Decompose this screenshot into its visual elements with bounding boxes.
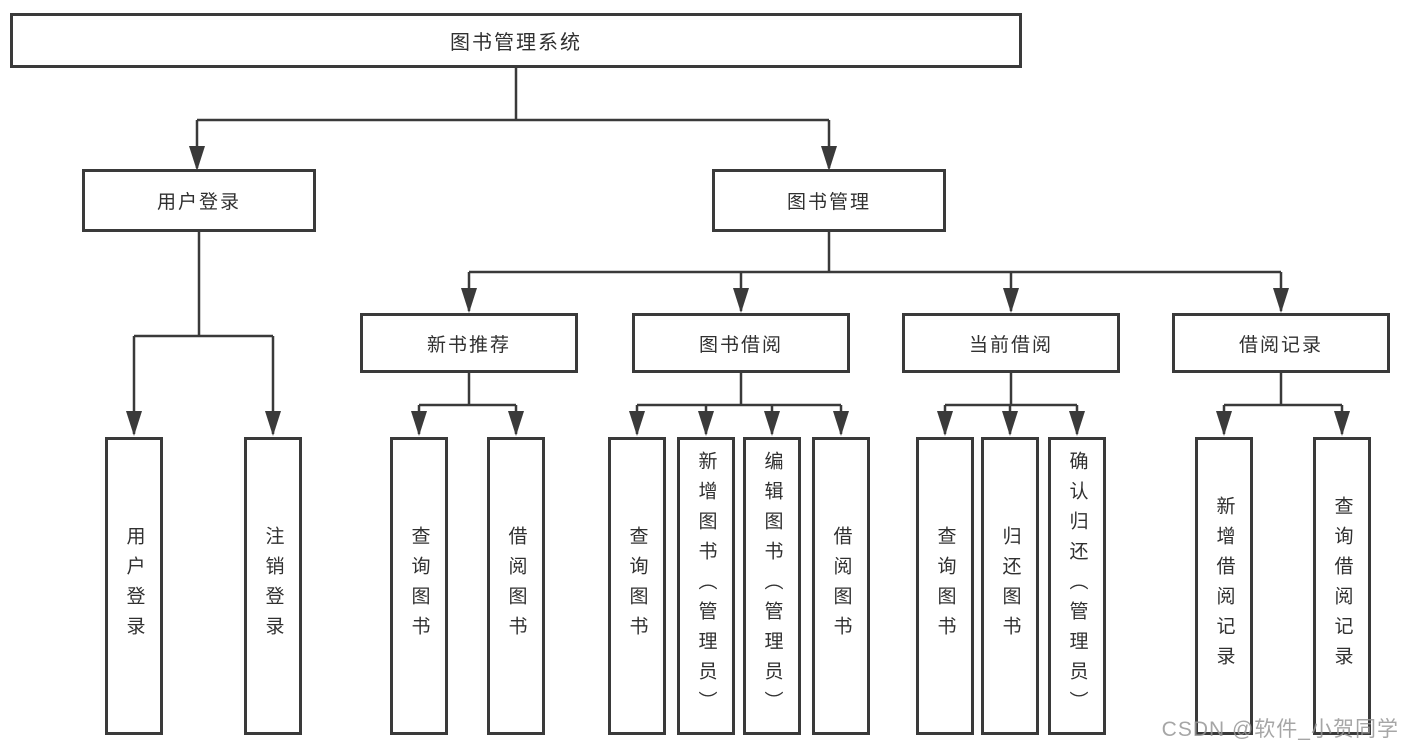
arrow-icon: [1003, 288, 1019, 313]
node-leaf-logout: 注销登录: [244, 437, 302, 735]
node-book-management: 图书管理: [712, 169, 946, 232]
node-leaf-add-book-admin: 新增图书（管理员）: [677, 437, 735, 735]
node-leaf-edit-book-admin: 编辑图书（管理员）: [743, 437, 801, 735]
arrow-icon: [764, 411, 780, 436]
leaf-label: 注销登录: [262, 526, 284, 646]
node-leaf-query-books-2: 查询图书: [608, 437, 666, 735]
node-leaf-borrow-books-2: 借阅图书: [812, 437, 870, 735]
leaf-label: 借阅图书: [830, 526, 852, 646]
node-system-root: 图书管理系统: [10, 13, 1022, 68]
arrow-icon: [698, 411, 714, 436]
arrow-icon: [1002, 411, 1018, 436]
leaf-label: 查询图书: [626, 526, 648, 646]
leaf-label: 用户登录: [123, 526, 145, 646]
node-book-borrow: 图书借阅: [632, 313, 850, 373]
node-new-book-recommend: 新书推荐: [360, 313, 578, 373]
arrow-icon: [126, 411, 142, 436]
node-leaf-query-books-1: 查询图书: [390, 437, 448, 735]
connector-book-borrow: [635, 372, 843, 434]
node-user-login: 用户登录: [82, 169, 316, 232]
connector-user-login: [132, 231, 275, 434]
arrow-icon: [265, 411, 281, 436]
connector-new-book-recommend: [417, 372, 518, 434]
node-leaf-user-login: 用户登录: [105, 437, 163, 735]
node-leaf-query-books-3: 查询图书: [916, 437, 974, 735]
leaf-label: 查询图书: [408, 526, 430, 646]
leaf-label: 查询图书: [934, 526, 956, 646]
node-borrow-records: 借阅记录: [1172, 313, 1390, 373]
arrow-icon: [1216, 411, 1232, 436]
arrow-icon: [461, 288, 477, 313]
node-leaf-borrow-books-1: 借阅图书: [487, 437, 545, 735]
leaf-label: 借阅图书: [505, 526, 527, 646]
node-leaf-return-book: 归还图书: [981, 437, 1039, 735]
node-leaf-query-borrow-record: 查询借阅记录: [1313, 437, 1371, 735]
node-leaf-confirm-return-admin: 确认归还（管理员）: [1048, 437, 1106, 735]
arrow-icon: [189, 146, 205, 171]
leaf-label: 归还图书: [999, 526, 1021, 646]
leaf-label: 编辑图书（管理员）: [761, 451, 783, 721]
leaf-label: 查询借阅记录: [1331, 496, 1353, 676]
arrow-icon: [508, 411, 524, 436]
watermark: CSDN @软件_小贺同学: [1161, 718, 1399, 741]
arrow-icon: [411, 411, 427, 436]
connector-book-management: [467, 231, 1283, 311]
node-leaf-add-borrow-record: 新增借阅记录: [1195, 437, 1253, 735]
arrow-icon: [821, 146, 837, 171]
arrow-icon: [629, 411, 645, 436]
connector-borrow-records: [1222, 372, 1344, 434]
arrow-icon: [1273, 288, 1289, 313]
arrow-icon: [833, 411, 849, 436]
arrow-icon: [733, 288, 749, 313]
node-current-borrow: 当前借阅: [902, 313, 1120, 373]
leaf-label: 确认归还（管理员）: [1066, 451, 1088, 721]
connector-current-borrow: [943, 372, 1079, 434]
arrow-icon: [1069, 411, 1085, 436]
leaf-label: 新增图书（管理员）: [695, 451, 717, 721]
arrow-icon: [1334, 411, 1350, 436]
connector-root: [195, 68, 831, 168]
arrow-icon: [937, 411, 953, 436]
leaf-label: 新增借阅记录: [1213, 496, 1235, 676]
